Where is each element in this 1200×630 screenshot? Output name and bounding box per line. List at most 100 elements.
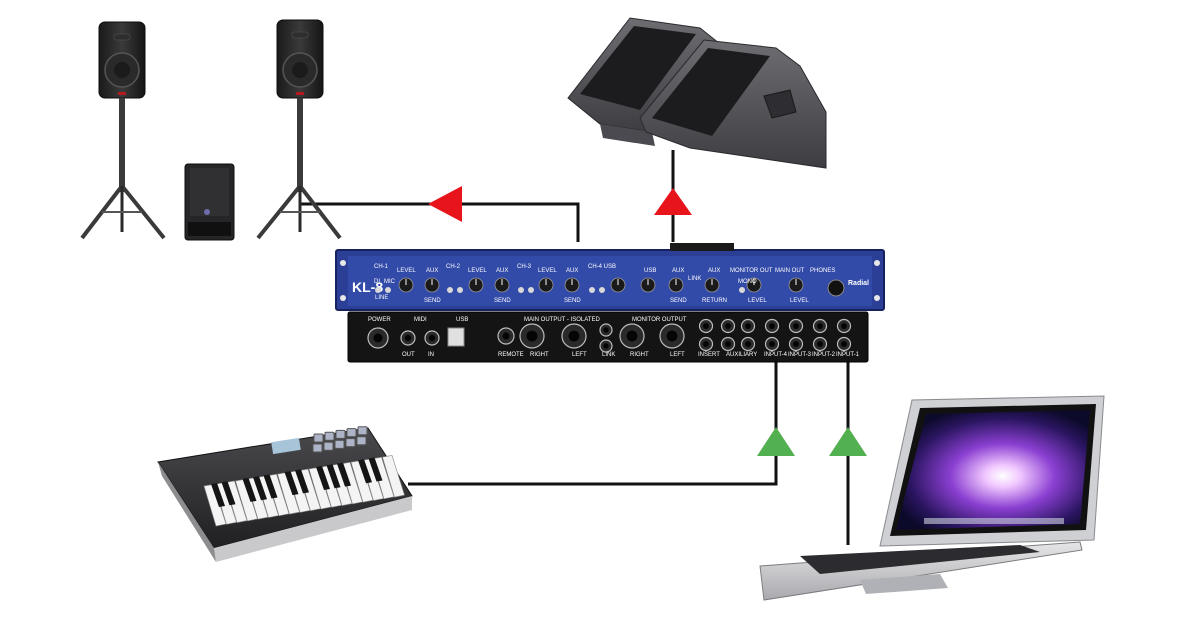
label-ch3: CH-3: [517, 264, 532, 270]
drum-pad[interactable]: [357, 426, 368, 436]
cable-mixer-to-pa: [300, 202, 580, 242]
front-switch[interactable]: [447, 287, 453, 293]
mixer-front-panel: KL-8 Radial CH-1 CH-2 CH-3 CH-4 USB LEVE…: [335, 243, 885, 311]
label-level-monitor: LEVEL: [748, 298, 767, 304]
rear-label-in: IN: [428, 352, 434, 358]
piano-key-black[interactable]: [221, 481, 236, 506]
laptop: [759, 395, 1105, 601]
label-phones: PHONES: [810, 268, 835, 274]
rear-label-usb: USB: [456, 317, 468, 323]
rear-label-link: LINK: [602, 352, 615, 358]
drum-pad[interactable]: [324, 431, 335, 441]
drum-pad[interactable]: [345, 438, 356, 448]
label-line-1: LINE: [375, 295, 388, 301]
rear-label-main-output: MAIN OUTPUT - ISOLATED: [524, 317, 600, 323]
label-link: LINK: [688, 276, 701, 282]
label-ch2: CH-2: [446, 264, 461, 270]
label-aux-5: AUX: [708, 268, 720, 274]
piano-key-white[interactable]: [203, 484, 227, 527]
drum-pad[interactable]: [335, 429, 346, 439]
front-switch[interactable]: [375, 287, 381, 293]
mixer-brand: Radial: [848, 280, 869, 287]
front-switch[interactable]: [739, 287, 745, 293]
piano-key-black[interactable]: [263, 474, 278, 499]
usb-port[interactable]: [447, 327, 465, 347]
label-level-3: LEVEL: [538, 268, 557, 274]
front-switch[interactable]: [457, 287, 463, 293]
cable-keyboard-to-mixer: [408, 360, 778, 486]
front-switch[interactable]: [589, 287, 595, 293]
label-send-1: SEND: [424, 298, 441, 304]
drum-pad[interactable]: [312, 443, 323, 453]
label-aux-4: AUX: [672, 268, 684, 274]
rear-label-out: OUT: [402, 352, 415, 358]
piano-key-black[interactable]: [295, 469, 309, 494]
label-return: RETURN: [702, 298, 727, 304]
rack-hole-front-left-bottom: [340, 295, 346, 301]
piano-key-black[interactable]: [326, 464, 341, 489]
output-arrow-up: [654, 188, 692, 215]
pa-speaker-left: [80, 21, 166, 240]
piano-key-black[interactable]: [358, 459, 372, 484]
piano-key-white[interactable]: [235, 478, 258, 522]
front-switch[interactable]: [528, 287, 534, 293]
front-switch[interactable]: [385, 287, 391, 293]
label-aux-1: AUX: [426, 268, 438, 274]
input-arrow-keyboard: [757, 427, 795, 456]
rear-label-input3: INPUT-3: [788, 352, 812, 358]
label-ch4: CH-4 USB: [588, 264, 616, 270]
rack-hole-front-right-top: [874, 260, 880, 266]
rear-label-insert: INSERT: [698, 352, 720, 358]
piano-key-white[interactable]: [350, 460, 374, 503]
phones-jack[interactable]: [827, 279, 845, 297]
label-monitor-out: MONITOR OUT: [730, 268, 773, 274]
rear-label-left-monitor: LEFT: [670, 352, 685, 358]
rear-label-left-main: LEFT: [572, 352, 587, 358]
piano-key-white[interactable]: [382, 455, 405, 498]
laptop-dock: [924, 518, 1064, 524]
piano-key-black[interactable]: [316, 466, 330, 490]
rear-label-power: POWER: [368, 317, 391, 323]
label-mic-1: MIC: [384, 279, 396, 285]
front-switch[interactable]: [518, 287, 524, 293]
piano-key-black[interactable]: [242, 477, 257, 502]
stage-monitor-right: [639, 39, 827, 169]
rack-hole-front-left-top: [340, 260, 346, 266]
rack-hole-front-right-bottom: [874, 295, 880, 301]
label-send-4: SEND: [670, 298, 687, 304]
label-usb: USB: [644, 268, 656, 274]
rear-label-input2: INPUT-2: [812, 352, 836, 358]
label-di-1: DI: [374, 279, 380, 285]
label-send-3: SEND: [564, 298, 581, 304]
drum-pad[interactable]: [313, 433, 324, 443]
signal-arrows: [428, 186, 867, 456]
midi-keyboard: [157, 426, 413, 562]
laptop-screen: [896, 410, 1090, 530]
piano-key-black[interactable]: [253, 476, 267, 501]
piano-key-white[interactable]: [277, 472, 300, 515]
rear-label-right-main: RIGHT: [530, 352, 549, 358]
rear-label-input4: INPUT-4: [764, 352, 788, 358]
input-arrow-laptop: [829, 427, 867, 456]
front-switch[interactable]: [599, 287, 605, 293]
label-aux-2: AUX: [496, 268, 508, 274]
drum-pad[interactable]: [356, 436, 367, 446]
subwoofer: [184, 163, 235, 241]
mixer-rear-panel: POWER MIDI OUT IN USB REMOTE MAIN OUTPUT…: [347, 311, 869, 363]
drum-pad[interactable]: [323, 441, 334, 451]
label-ch1: CH-1: [374, 264, 389, 270]
rear-label-remote: REMOTE: [498, 352, 524, 358]
piano-key-black[interactable]: [337, 462, 351, 487]
label-mono: MONO: [738, 279, 757, 285]
drum-pad[interactable]: [334, 439, 345, 449]
label-level-1: LEVEL: [397, 268, 416, 274]
piano-key-black[interactable]: [368, 457, 383, 482]
piano-key-white[interactable]: [308, 467, 332, 510]
label-level-2: LEVEL: [468, 268, 487, 274]
drum-pad[interactable]: [346, 428, 357, 438]
label-aux-3: AUX: [566, 268, 578, 274]
piano-key-black[interactable]: [211, 483, 225, 507]
rear-label-input1: INPUT-1: [836, 352, 860, 358]
piano-key-black[interactable]: [284, 471, 299, 496]
